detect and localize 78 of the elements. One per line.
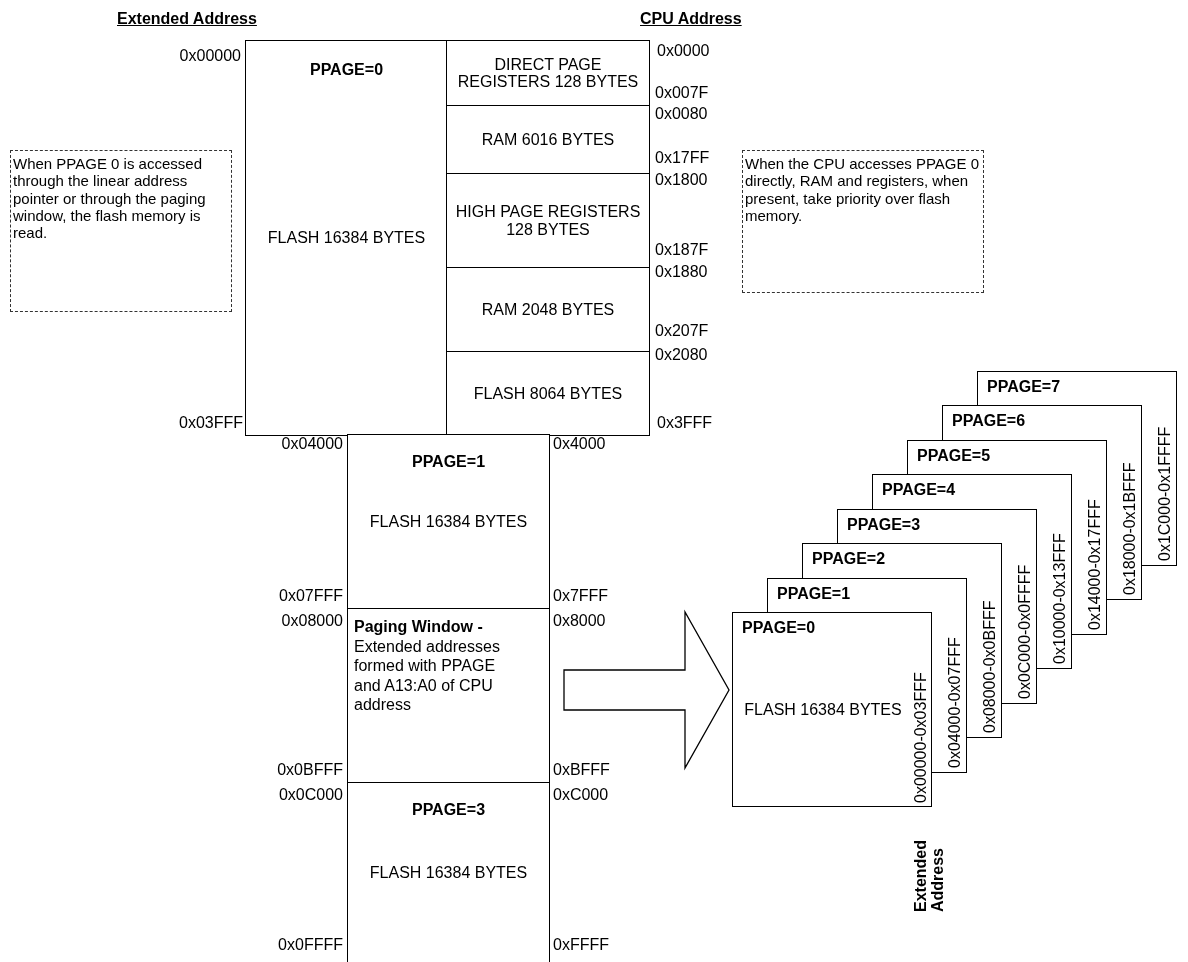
page-card	[977, 370, 1177, 405]
memory-page-box	[347, 434, 550, 610]
page-card	[802, 543, 1002, 578]
page-card	[732, 612, 932, 807]
region-label: FLASH 8064 BYTES	[472, 384, 624, 403]
memory-region-box	[446, 267, 650, 353]
address-label: 0x0FFFF	[278, 937, 343, 953]
address-range: 0x00000-0x03FFF	[912, 672, 930, 803]
address-range: 0x14000-0x17FFF	[1086, 498, 1104, 630]
memory-page-box	[245, 40, 448, 436]
page-card	[837, 508, 1037, 543]
address-label: 0xC000	[553, 787, 609, 803]
window-description: Paging Window - Extended addresses formed with PPAGE and A13:A0 of CPU address	[354, 617, 501, 715]
paging-window-box	[347, 608, 550, 784]
page-card	[872, 474, 1072, 509]
block-arrow	[563, 609, 730, 771]
memory-region-box	[446, 351, 650, 436]
memory-region-box	[446, 40, 650, 107]
memory-page-box	[347, 782, 550, 962]
region-label: FLASH 16384 BYTES	[368, 513, 529, 531]
address-range: 0x0C000-0x0FFFF	[1016, 564, 1034, 699]
page-heading: PPAGE=4	[882, 481, 956, 499]
region-label: FLASH 16384 BYTES	[368, 863, 529, 882]
address-label: 0x7FFF	[553, 588, 609, 604]
address-label: 0x007F	[655, 85, 709, 101]
address-label: 0x07FFF	[279, 588, 343, 604]
address-label: 0x17FF	[655, 150, 710, 166]
region-label: FLASH 16384 BYTES	[266, 229, 427, 247]
address-label: 0xFFFF	[553, 937, 609, 953]
address-label: 0x04000	[281, 436, 343, 452]
note-text: When the CPU accesses PPAGE 0 directly, RAM and registers, when present, take priority over flash memory.	[745, 155, 980, 224]
page-heading: PPAGE=6	[952, 412, 1026, 430]
page-heading: PPAGE=3	[847, 515, 921, 534]
page-heading: PPAGE=0	[308, 61, 385, 79]
region-label: RAM 6016 BYTES	[480, 131, 616, 149]
address-range: 0x04000-0x07FFF	[946, 636, 964, 768]
page-heading: PPAGE=3	[410, 801, 487, 819]
column-heading: Extended Address	[117, 11, 257, 27]
note-text: When PPAGE 0 is accessed through the linear address pointer or through the paging window, the flash memory is read.	[13, 155, 207, 242]
address-label: 0x2080	[655, 347, 708, 363]
address-label: 0x1800	[655, 172, 708, 188]
address-label: 0x00000	[179, 48, 241, 64]
page-heading: PPAGE=1	[410, 453, 487, 471]
region-label: DIRECT PAGE REGISTERS 128 BYTES	[456, 55, 640, 92]
address-label: 0x0000	[657, 43, 710, 59]
address-label: 0x0C000	[278, 787, 343, 803]
page-heading: PPAGE=0	[742, 619, 816, 637]
memory-region-box	[446, 173, 650, 269]
region-label: HIGH PAGE REGISTERS 128 BYTES	[454, 203, 642, 239]
page-card	[907, 439, 1107, 474]
region-label: FLASH 16384 BYTES	[743, 700, 903, 719]
page-card	[942, 405, 1142, 440]
address-label: 0x03FFF	[179, 415, 243, 431]
axis-label: Extended Address	[913, 839, 947, 912]
memory-region-box	[446, 105, 650, 175]
address-label: 0x0BFFF	[277, 762, 343, 778]
column-heading: CPU Address	[640, 11, 742, 27]
address-label: 0x0080	[655, 106, 708, 122]
page-heading: PPAGE=1	[777, 584, 851, 603]
address-label: 0x1880	[655, 264, 708, 280]
address-range: 0x08000-0x0BFFF	[981, 600, 999, 733]
note-box	[10, 150, 232, 312]
address-label: 0x3FFF	[657, 415, 713, 431]
address-label: 0x4000	[553, 436, 606, 452]
page-heading: PPAGE=2	[812, 550, 886, 568]
page-heading: PPAGE=7	[987, 377, 1061, 396]
page-card	[767, 577, 967, 612]
address-range: 0x1C000-0x1FFFF	[1156, 426, 1174, 561]
address-label: 0x8000	[553, 613, 606, 629]
address-label: 0x207F	[655, 323, 709, 339]
page-heading: PPAGE=5	[917, 446, 991, 465]
note-box	[742, 150, 984, 293]
address-label: 0xBFFF	[553, 762, 610, 778]
region-label: RAM 2048 BYTES	[480, 301, 616, 319]
address-range: 0x18000-0x1BFFF	[1121, 462, 1139, 595]
address-label: 0x08000	[281, 613, 343, 629]
address-label: 0x187F	[655, 242, 709, 258]
address-range: 0x10000-0x13FFF	[1051, 533, 1069, 664]
